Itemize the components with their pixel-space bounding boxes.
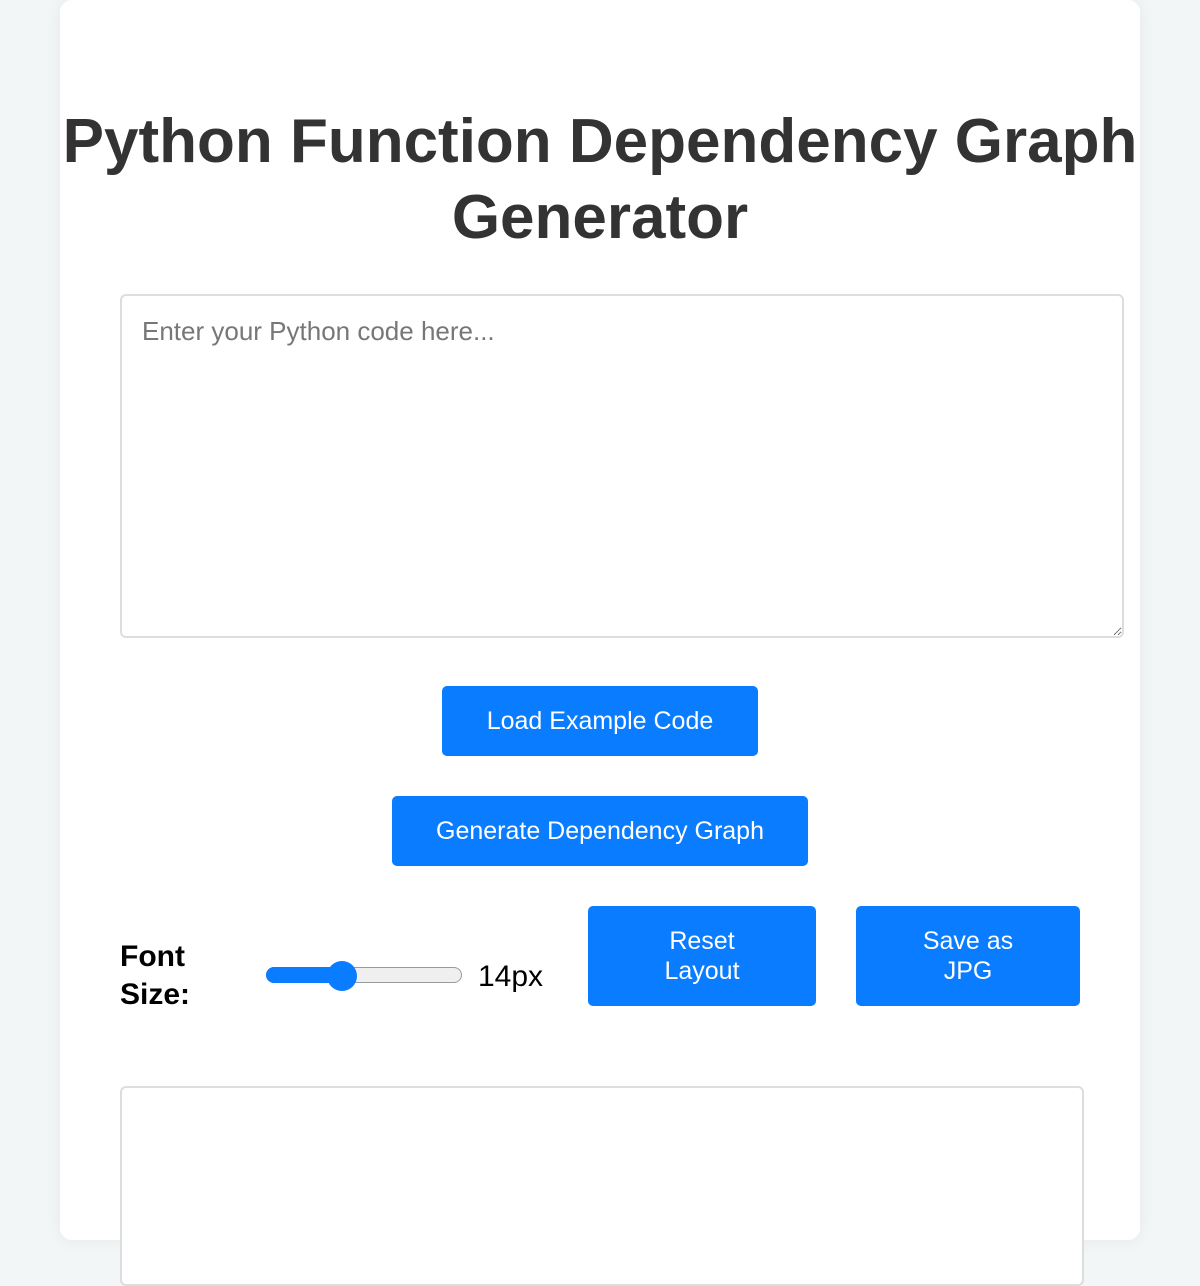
slider-fill: [266, 967, 342, 983]
page-title: Python Function Dependency Graph Generat…: [62, 107, 1138, 252]
generate-graph-button[interactable]: Generate Dependency Graph: [392, 796, 808, 866]
graph-container[interactable]: [120, 1086, 1084, 1286]
font-size-slider[interactable]: [266, 961, 462, 991]
slider-thumb[interactable]: [327, 961, 357, 991]
load-example-button[interactable]: Load Example Code: [442, 686, 758, 756]
font-size-label: Font Size:: [120, 940, 191, 1011]
save-jpg-button[interactable]: Save as JPG: [856, 906, 1080, 1006]
main-card: Python Function Dependency Graph Generat…: [60, 0, 1140, 1286]
reset-layout-button[interactable]: Reset Layout: [588, 906, 816, 1006]
font-size-value: 14px: [478, 960, 544, 993]
python-code-input[interactable]: [120, 294, 1124, 638]
